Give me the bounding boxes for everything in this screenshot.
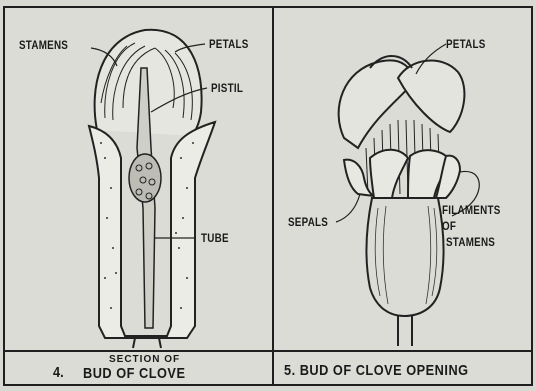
bud-section-illustration (5, 8, 276, 354)
label-filaments-line2: OF (442, 220, 456, 233)
label-filaments-line1: FILAMENTS (442, 204, 501, 217)
sepals (344, 150, 460, 198)
label-stamens: STAMENS (19, 39, 68, 52)
caption-left-line2: BUD OF CLOVE (83, 365, 185, 382)
label-sepals: SEPALS (288, 216, 328, 229)
label-tube: TUBE (201, 232, 229, 245)
petals-cluster (339, 56, 465, 148)
label-pistil: PISTIL (211, 82, 243, 95)
bud-body (366, 198, 443, 346)
bud-opening-illustration (274, 8, 533, 354)
caption-right-text: 5. BUD OF CLOVE OPENING (284, 362, 469, 379)
label-petals-right: PETALS (446, 38, 486, 51)
caption-left-number: 4. (53, 364, 64, 381)
caption-left-line1: SECTION OF (109, 354, 180, 365)
caption-right: 5. BUD OF CLOVE OPENING (274, 350, 531, 384)
panel-bud-opening: PETALS SEPALS FILAMENTS OF STAMENS 5. BU… (274, 6, 533, 386)
label-filaments-line3: STAMENS (446, 236, 495, 249)
panel-section-of-bud: STAMENS PETALS PISTIL TUBE 4. SECTION OF… (3, 6, 274, 386)
caption-left: 4. SECTION OF BUD OF CLOVE (5, 350, 272, 384)
label-petals-left: PETALS (209, 38, 249, 51)
